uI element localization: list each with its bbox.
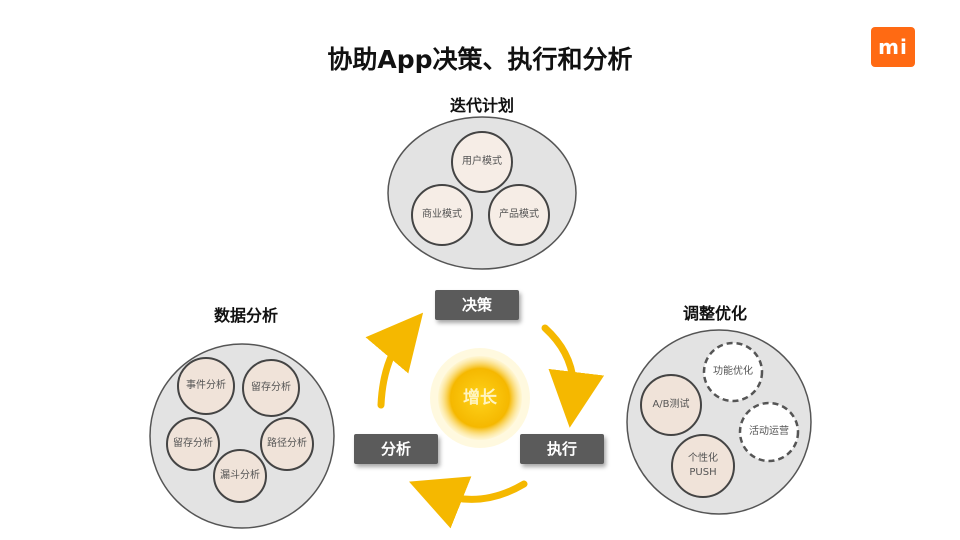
iteration-item-label: 商业模式 <box>422 209 462 220</box>
optimize-item-circle <box>640 374 702 436</box>
analyze-box: 分析 <box>354 434 438 464</box>
iteration-item-circle <box>488 184 550 246</box>
optimize-item-label: A/B测试 <box>652 399 690 410</box>
analysis-item-label: 路径分析 <box>267 438 307 449</box>
optimize-item-label: 个性化PUSH <box>688 453 718 478</box>
iteration-item-circle <box>411 184 473 246</box>
page-title: 协助App决策、执行和分析 <box>327 45 633 74</box>
analysis-item-circle <box>260 417 314 471</box>
iteration-item-label: 用户模式 <box>462 156 502 167</box>
analysis-item-circle <box>177 357 235 415</box>
analysis-item-circle <box>242 359 300 417</box>
optimize-item-label: 功能优化 <box>713 366 753 377</box>
optimize-item-circle <box>671 434 735 498</box>
execute-box: 执行 <box>520 434 604 464</box>
arrow-decide-to-execute <box>541 324 605 428</box>
analysis-item-label: 事件分析 <box>186 380 226 391</box>
arrow-analyze-to-decide <box>365 312 424 409</box>
analysis-item-label: 留存分析 <box>251 382 291 393</box>
iteration-label: 迭代计划 <box>449 96 514 115</box>
optimize-item-circle-dashed <box>702 341 764 403</box>
optimize-item-circle-dashed <box>738 401 800 463</box>
growth-label: 增长 <box>463 388 497 408</box>
decide-box: 决策 <box>435 290 519 320</box>
analysis-item-label: 留存分析 <box>173 438 213 449</box>
iteration-item-circle <box>451 131 513 193</box>
analysis-item-label: 漏斗分析 <box>220 470 260 481</box>
arrow-execute-to-analyze <box>408 476 528 529</box>
mi-logo: mi <box>871 27 915 67</box>
optimize-item-label: 活动运营 <box>749 426 789 437</box>
growth-circle <box>438 356 522 440</box>
analysis-label: 数据分析 <box>213 306 278 325</box>
iteration-item-label: 产品模式 <box>499 209 539 220</box>
optimize-label: 调整优化 <box>682 304 747 323</box>
analysis-item-circle <box>166 417 220 471</box>
analysis-item-circle <box>213 449 267 503</box>
